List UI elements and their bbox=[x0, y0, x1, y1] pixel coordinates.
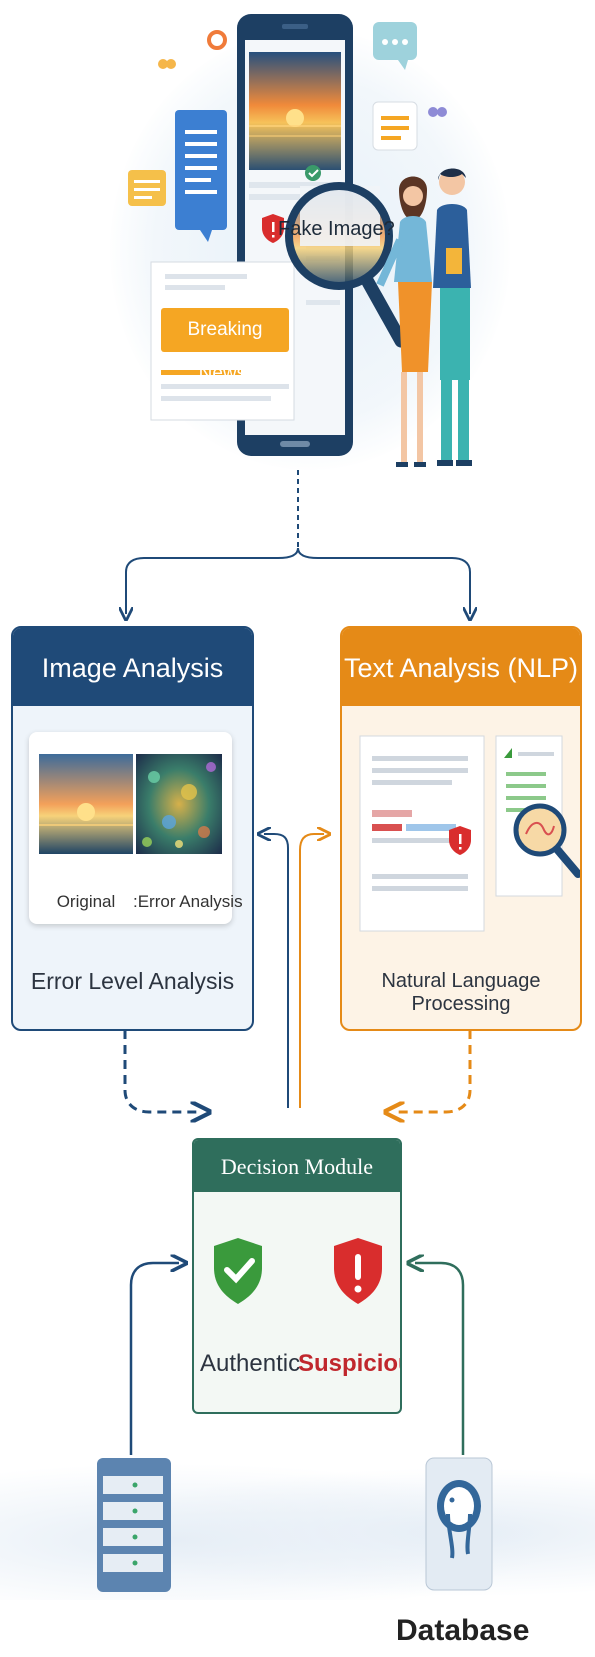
suspicious-shield-icon bbox=[334, 1238, 382, 1304]
decision-module-box: Decision Module Authentic Suspicious bbox=[192, 1138, 402, 1414]
database-label: Database bbox=[396, 1614, 530, 1647]
ring-decoration bbox=[207, 30, 227, 50]
search-magnifier-icon bbox=[513, 803, 580, 878]
authentic-label: Authentic bbox=[200, 1350, 301, 1377]
decision-module-title: Decision Module bbox=[194, 1140, 400, 1192]
breaking-news-banner bbox=[161, 308, 289, 352]
text-analysis-box: Text Analysis (NLP) Natural Language Pro… bbox=[340, 626, 582, 1031]
suspicious-label: Suspicious bbox=[298, 1350, 400, 1377]
person-man bbox=[433, 168, 472, 466]
breaking-news-text: Breaking News! bbox=[187, 319, 263, 384]
text-analysis-title: Text Analysis (NLP) bbox=[342, 628, 580, 706]
fake-image-alert: Fake Image? bbox=[278, 218, 395, 240]
ela-images bbox=[39, 754, 222, 854]
decision-icons bbox=[214, 1238, 382, 1304]
nlp-illustration bbox=[359, 735, 580, 932]
note-icon bbox=[128, 170, 166, 206]
image-analysis-title: Image Analysis (ELA) bbox=[13, 628, 252, 763]
error-analysis-label: :Error Analysis bbox=[133, 892, 243, 911]
authentic-shield-icon bbox=[214, 1238, 262, 1304]
ela-comparison-card: Original :Error Analysis bbox=[29, 732, 243, 924]
alert-shield-icon bbox=[262, 214, 284, 243]
image-analysis-box: Image Analysis (ELA) Original :Error Ana… bbox=[11, 626, 254, 1031]
hero-illustration bbox=[128, 14, 472, 467]
person-woman bbox=[376, 176, 432, 467]
document-icon bbox=[175, 110, 227, 242]
server-icon bbox=[97, 1458, 171, 1592]
message-bubble-icon bbox=[372, 101, 418, 151]
text-analysis-caption: Natural Language Processing bbox=[381, 970, 541, 1015]
original-label: Original bbox=[56, 892, 116, 911]
chat-bubble-icon bbox=[373, 22, 417, 70]
image-analysis-caption: Error Level Analysis bbox=[30, 968, 235, 994]
news-card bbox=[150, 261, 295, 421]
database-icon bbox=[425, 1457, 493, 1591]
magnifier-icon bbox=[285, 182, 408, 348]
